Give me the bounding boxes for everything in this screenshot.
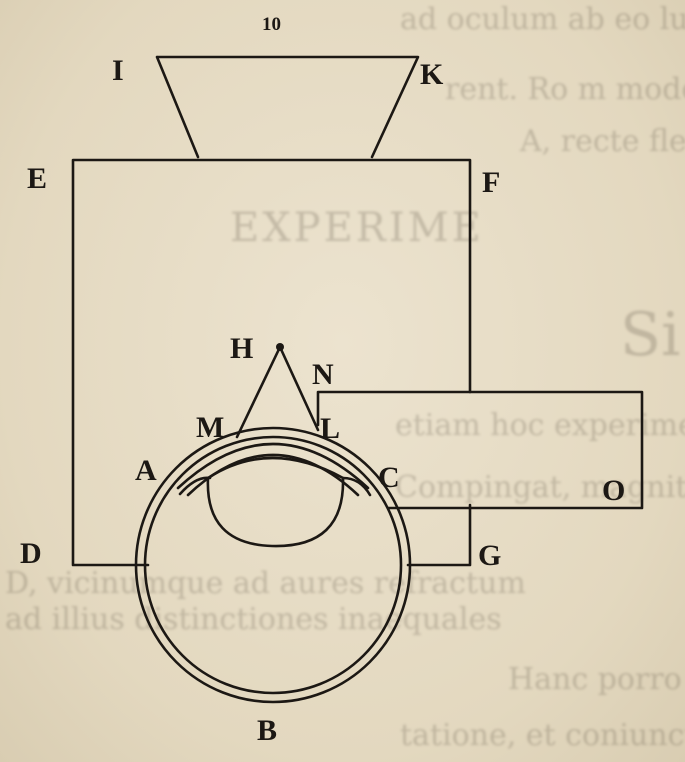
eyeball-outer [134,426,412,704]
chamber-box [71,158,472,567]
label-m: M [196,411,224,444]
label-e: E [27,162,47,195]
iris-right [341,476,372,497]
label-f: F [482,166,500,199]
eyeball-inner [143,435,403,695]
label-o: O [602,474,625,507]
cornea-outer [176,442,370,490]
bleed-line: etiam hoc experimento lumine [395,408,685,443]
page-number: 10 [262,14,281,35]
bleed-line: Si porro adhuc si duo obje [620,300,685,370]
label-l: L [320,412,340,445]
side-tube-no [316,390,644,510]
lens [206,456,345,548]
label-h: H [230,332,253,365]
point-h [276,343,284,351]
bleed-line: tatione, et coniunctis ex eis [400,718,685,753]
bleed-line: ad illius distinctiones inaequales [5,602,502,637]
label-k: K [420,58,444,91]
label-d: D [20,537,42,570]
bleed-line: ad oculum ab eo luminis r p [400,2,685,37]
bleed-line: A, recte flecti in partes A [520,124,685,159]
bleed-line: rent. Ro m mode radii p [445,72,685,107]
funnel-ik [155,55,420,159]
bleed-line: EXPERIME [230,205,484,251]
bleed-line: Hanc porro [508,662,682,697]
label-n: N [312,358,334,391]
bleed-line: D, vicinumque ad aures refractum [5,566,526,601]
label-a: A [135,454,157,487]
bleed-line: Compingat, magnitudinem [395,470,685,505]
label-b: B [257,714,277,747]
iris-left [178,476,212,496]
label-c: C [378,461,400,494]
label-g: G [478,539,501,572]
label-i: I [112,54,124,87]
